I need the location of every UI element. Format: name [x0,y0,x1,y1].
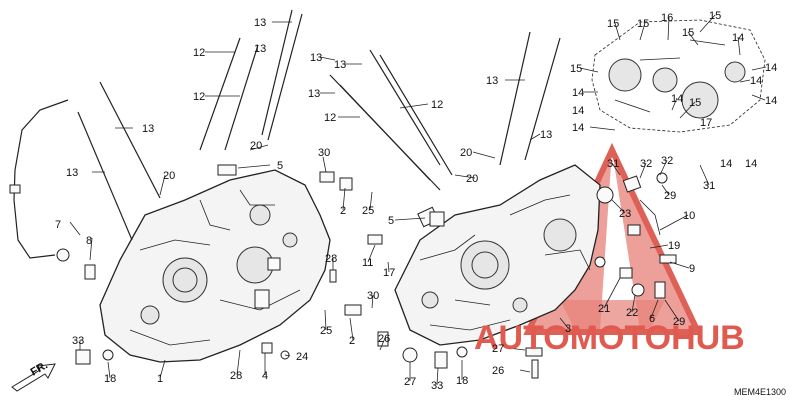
callout-label: 27 [404,376,416,388]
callout-label: 16 [661,12,673,24]
callout-label: 7 [55,219,61,231]
callout-labels: 13 13 12 12 13 20 7 8 20 5 13 13 13 13 1… [55,10,777,392]
callout-label: 15 [637,18,649,30]
callout-label: 18 [456,375,468,387]
callout-label: 33 [72,335,84,347]
callout-label: 11 [362,257,373,269]
callout-label: 29 [664,190,676,202]
callout-label: 12 [193,47,205,59]
callout-label: 30 [367,290,379,302]
callout-label: 6 [649,313,655,325]
callout-label: 23 [619,208,631,220]
callout-label: 14 [745,158,757,170]
callout-label: 3 [565,323,571,335]
callout-label: 13 [254,43,266,55]
callout-label: 17 [700,117,712,129]
leader-lines [69,14,767,386]
callout-label: 10 [683,210,695,222]
small-parts [75,164,677,379]
sensor-cable [9,99,70,262]
crankcase-cover-gasket [591,19,766,133]
callout-label: 32 [661,155,673,167]
callout-label: 2 [349,335,355,347]
callout-label: 1 [157,373,163,385]
left-crankcase [99,169,331,363]
callout-label: 14 [732,32,744,44]
front-direction-arrow: FR. [11,359,56,392]
callout-label: 25 [320,325,332,337]
callout-label: 13 [486,75,498,87]
callout-label: 5 [277,160,283,172]
callout-label: 32 [640,158,652,170]
drawing-code: MEM4E1300 [734,387,786,397]
callout-label: 20 [466,173,478,185]
callout-label: 14 [572,87,584,99]
callout-label: 5 [388,215,394,227]
callout-label: 15 [689,97,701,109]
callout-label: 22 [626,307,638,319]
callout-label: 17 [383,267,395,279]
stud-bolts [77,9,561,241]
callout-label: 13 [310,52,322,64]
callout-label: 13 [142,123,154,135]
watermark-text: AUTOMOTOHUB [474,319,745,357]
callout-label: 29 [673,316,685,328]
callout-label: 14 [572,122,584,134]
callout-label: 28 [325,253,337,265]
callout-label: 13 [308,88,320,100]
callout-label: 31 [607,158,619,170]
callout-label: 26 [492,365,504,377]
callout-label: 12 [431,99,443,111]
callout-label: 14 [671,93,683,105]
callout-label: 18 [104,373,116,385]
callout-label: 8 [86,235,92,247]
callout-label: 15 [709,10,721,22]
callout-label: 20 [163,170,175,182]
callout-label: 14 [572,105,584,117]
callout-label: 14 [750,75,762,87]
callout-label: 21 [598,303,610,315]
callout-label: 24 [296,351,308,363]
callout-label: 2 [340,205,346,217]
callout-label: 15 [682,27,694,39]
callout-label: 13 [254,17,266,29]
callout-label: 19 [668,240,680,252]
callout-label: 33 [431,380,443,392]
right-crankcase [394,164,601,346]
callout-label: 12 [193,91,205,103]
callout-label: 9 [689,263,695,275]
callout-label: 26 [378,333,390,345]
callout-label: 14 [765,95,777,107]
callout-label: 31 [703,180,715,192]
callout-label: 27 [492,343,504,355]
callout-label: 20 [460,147,472,159]
callout-label: 20 [250,140,262,152]
callout-label: 30 [318,147,330,159]
callout-label: 14 [720,158,732,170]
callout-label: 13 [540,129,552,141]
callout-label: 28 [230,370,242,382]
callout-label: 13 [66,167,78,179]
callout-label: 4 [262,370,268,382]
callout-label: 15 [607,18,619,30]
callout-label: 12 [324,112,336,124]
callout-label: 25 [362,205,374,217]
callout-label: 13 [334,59,346,71]
callout-label: 14 [765,62,777,74]
callout-label: 15 [570,63,582,75]
